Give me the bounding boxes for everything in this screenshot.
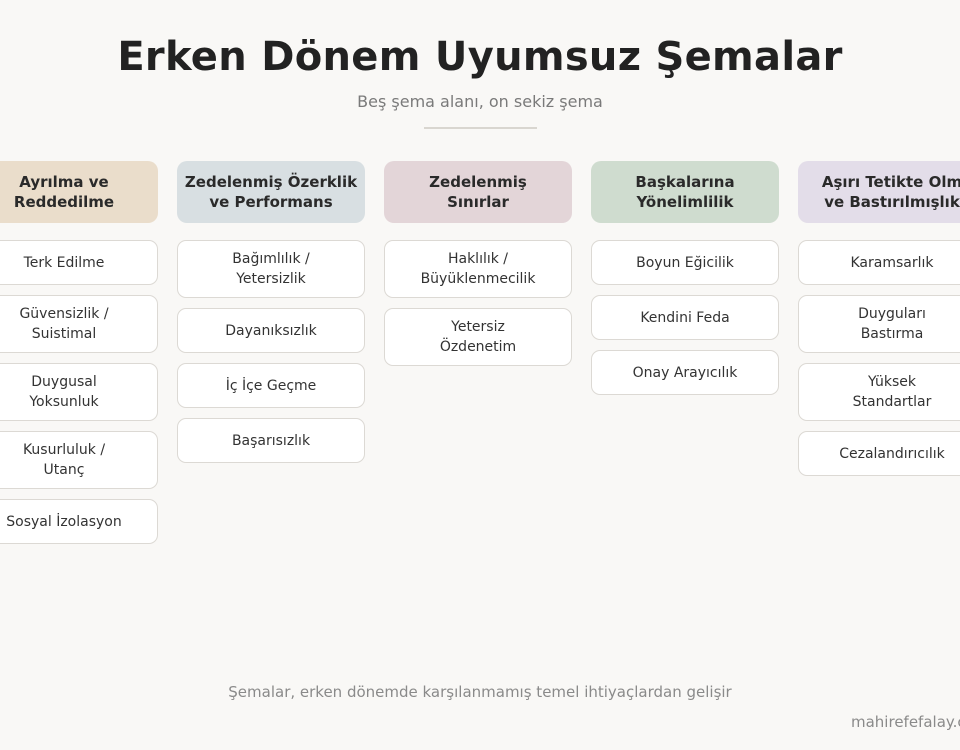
footer-note: Şemalar, erken dönemde karşılanmamış tem…: [228, 683, 732, 701]
schema-item: Güvensizlik / Suistimal: [0, 295, 158, 353]
schema-item: Dayanıksızlık: [177, 308, 365, 353]
schema-item: Yüksek Standartlar: [798, 363, 960, 421]
schema-item: Duyguları Bastırma: [798, 295, 960, 353]
title-divider: [424, 127, 537, 129]
schema-item: Terk Edilme: [0, 240, 158, 285]
schema-item: Yetersiz Özdenetim: [384, 308, 572, 366]
schema-item: Onay Arayıcılık: [591, 350, 779, 395]
schema-item: Duygusal Yoksunluk: [0, 363, 158, 421]
domain-header: Başkalarına Yönelimlilik: [591, 161, 779, 223]
schema-item: Kendini Feda: [591, 295, 779, 340]
schema-item: Karamsarlık: [798, 240, 960, 285]
domain-header: Ayrılma ve Reddedilme: [0, 161, 158, 223]
schema-item: Bağımlılık / Yetersizlik: [177, 240, 365, 298]
schema-item: Haklılık / Büyüklenmecilik: [384, 240, 572, 298]
schema-item: Başarısızlık: [177, 418, 365, 463]
domain-header: Zedelenmiş Sınırlar: [384, 161, 572, 223]
schema-item: Sosyal İzolasyon: [0, 499, 158, 544]
schema-item: İç İçe Geçme: [177, 363, 365, 408]
page-subtitle: Beş şema alanı, on sekiz şema: [357, 92, 603, 111]
page-title: Erken Dönem Uyumsuz Şemalar: [117, 34, 843, 80]
schema-item: Boyun Eğicilik: [591, 240, 779, 285]
domain-header: Zedelenmiş Özerklik ve Performans: [177, 161, 365, 223]
schema-item: Cezalandırıcılık: [798, 431, 960, 476]
domain-header: Aşırı Tetikte Olm ve Bastırılmışlık: [798, 161, 960, 223]
schema-item: Kusurluluk / Utanç: [0, 431, 158, 489]
site-credit: mahirefefalay.c: [851, 713, 960, 731]
